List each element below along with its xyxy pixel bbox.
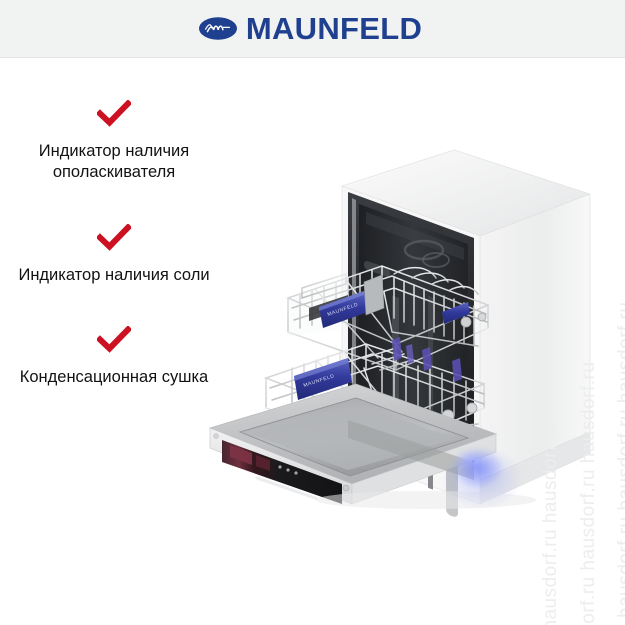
feature-item-rinse-aid-indicator: Индикатор наличия ополаскивателя (0, 99, 228, 184)
feature-item-condensation-drying: Конденсационная сушка (0, 325, 228, 388)
red-checkmark-icon (95, 223, 133, 251)
feature-label: Индикатор наличия ополаскивателя (38, 142, 190, 182)
watermark-text: hausdorf.ru hausdorf.ru hausdorf.ru (615, 301, 625, 618)
red-checkmark-icon (95, 325, 133, 354)
feature-list: Индикатор наличия ополаскивателя Индикат… (0, 99, 228, 429)
open-dishwasher-photo: MAUNFELD (196, 132, 596, 532)
red-checkmark-icon (95, 99, 133, 127)
maunfeld-oval-m-logo-icon (198, 17, 237, 40)
feature-item-salt-indicator: Индикатор наличия соли (0, 223, 228, 286)
brand-header: MAUNFELD (0, 0, 625, 58)
feature-label: Конденсационная сушка (19, 368, 209, 387)
brand-logo: MAUNFELD (198, 11, 423, 46)
feature-label: Индикатор наличия соли (18, 265, 210, 284)
brand-name-text: MAUNFELD (245, 11, 423, 46)
